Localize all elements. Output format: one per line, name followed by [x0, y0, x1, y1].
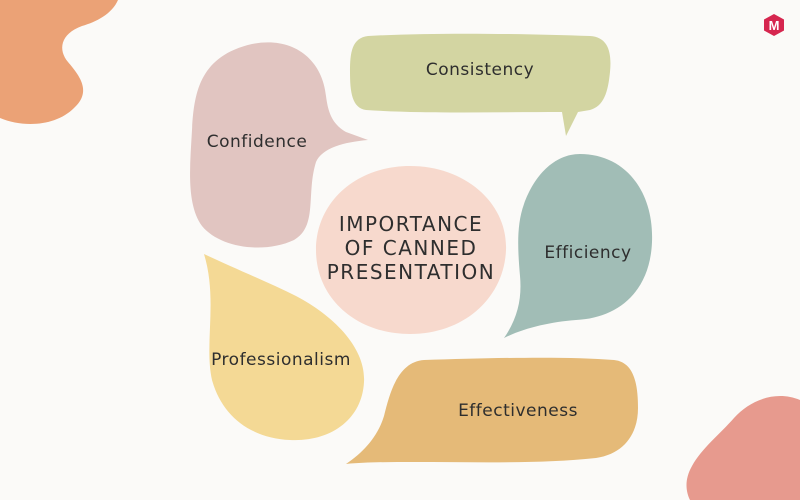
- bubble-professionalism: [204, 254, 365, 441]
- logo-hexagon: [764, 14, 784, 36]
- bubble-label-professionalism: Professionalism: [211, 350, 351, 370]
- bubble-consistency: [350, 33, 611, 136]
- center-title-line-1: IMPORTANCE: [339, 212, 483, 236]
- bubble-confidence: [190, 42, 368, 248]
- logo-letter: M: [769, 18, 780, 33]
- center-circle: [316, 166, 507, 334]
- logo-badge: M: [764, 14, 784, 36]
- center-title-line-3: PRESENTATION: [327, 260, 496, 284]
- bubble-label-consistency: Consistency: [426, 60, 534, 80]
- decorative-blob-top-left: [0, 0, 118, 124]
- decorative-blob-bottom-right: [686, 396, 800, 500]
- bubble-label-confidence: Confidence: [207, 132, 308, 152]
- bubble-label-efficiency: Efficiency: [544, 243, 631, 263]
- bubble-label-effectiveness: Effectiveness: [458, 401, 578, 421]
- center-title-line-2: OF CANNED: [345, 236, 478, 260]
- bubble-effectiveness: [346, 357, 638, 464]
- bubble-efficiency: [504, 154, 653, 338]
